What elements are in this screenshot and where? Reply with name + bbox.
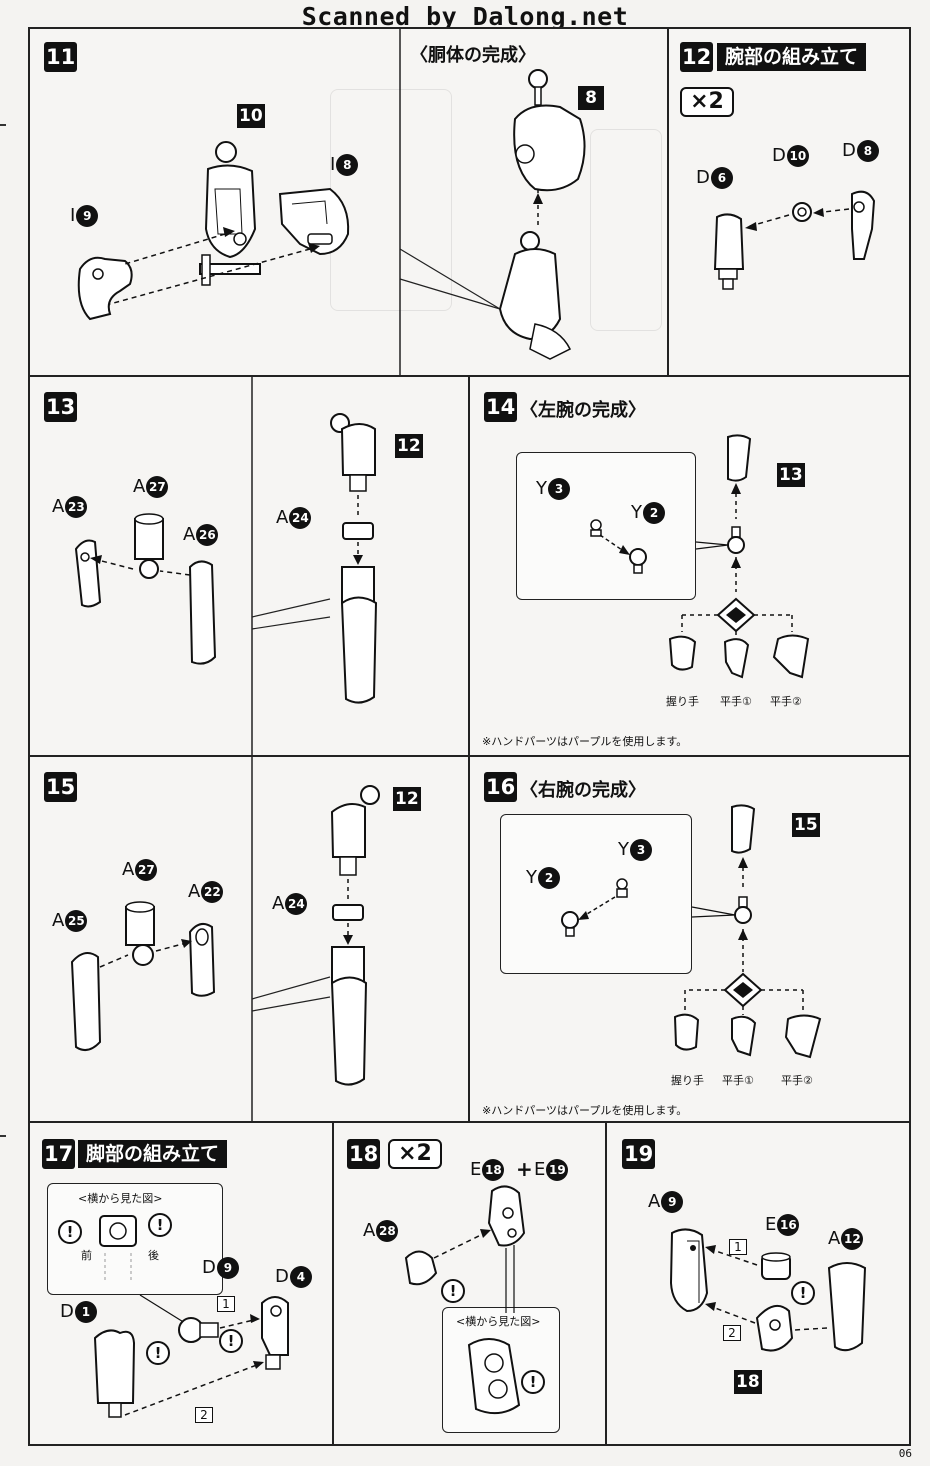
part-label-18: 18: [734, 1370, 762, 1394]
inset-title: <横から見た図>: [456, 1315, 541, 1328]
order-box-2: 2: [195, 1407, 213, 1423]
multiplier-badge: ×2: [680, 87, 734, 117]
order-box-1: 1: [729, 1239, 747, 1255]
hand-label-flat-2: 平手②: [781, 1074, 813, 1087]
step-14-illustration: [590, 434, 810, 679]
part-label-12: 12: [395, 434, 423, 458]
step-13-illustration: [74, 377, 378, 755]
step-11-illustration: [77, 29, 586, 375]
step-title: 脚部の組み立て: [78, 1140, 228, 1168]
front-label: 前: [81, 1249, 92, 1262]
step-number: 16: [484, 772, 518, 802]
warning-icon: !: [58, 1220, 82, 1244]
order-box-2: 2: [723, 1325, 741, 1341]
step-title: 〈左腕の完成〉: [520, 400, 646, 421]
scan-mark: [0, 124, 6, 126]
part-label-13: 13: [777, 463, 805, 487]
scan-watermark-header: Scanned by Dalong.net: [301, 2, 629, 33]
step-16-illustration: [561, 804, 822, 1059]
scan-mark: [0, 1135, 6, 1137]
inset-title: <横から見た図>: [78, 1192, 163, 1205]
step-12-illustration: [713, 190, 876, 290]
hand-label-flat-1: 平手①: [722, 1074, 754, 1087]
hand-label-grip: 握り手: [671, 1074, 704, 1087]
part-label-12: 12: [393, 787, 421, 811]
warning-icon: !: [441, 1279, 465, 1303]
plus-sign: +: [516, 1157, 533, 1181]
step-title: 〈胴体の完成〉: [410, 45, 536, 66]
hand-label-flat-1: 平手①: [720, 695, 752, 708]
hand-label-flat-2: 平手②: [770, 695, 802, 708]
hand-parts-note: ※ハンドパーツはパープルを使用します。: [482, 735, 688, 748]
warning-icon: !: [521, 1370, 545, 1394]
warning-icon: !: [791, 1281, 815, 1305]
warning-icon: !: [148, 1213, 172, 1237]
multiplier-badge: ×2: [388, 1139, 442, 1169]
step-number: 17: [42, 1139, 76, 1169]
part-label-15: 15: [792, 813, 820, 837]
page-number: 06: [898, 1447, 912, 1460]
step-number: 14: [484, 392, 518, 422]
step-17-illustration: [93, 1215, 289, 1418]
hand-joint-inset: [516, 452, 696, 600]
step-15-illustration: [70, 757, 380, 1121]
step-title: 腕部の組み立て: [717, 43, 867, 71]
step-number: 11: [44, 42, 78, 72]
step-number: 13: [44, 392, 78, 422]
hand-parts-note: ※ハンドパーツはパープルを使用します。: [482, 1104, 688, 1117]
step-18-illustration: [404, 1185, 526, 1415]
back-label: 後: [148, 1249, 159, 1262]
warning-icon: !: [146, 1341, 170, 1365]
step-number: 15: [44, 772, 78, 802]
order-box-1: 1: [217, 1296, 235, 1312]
hand-label-grip: 握り手: [666, 695, 699, 708]
hand-joint-inset: [500, 814, 692, 974]
warning-icon: !: [219, 1329, 243, 1353]
step-number: 19: [622, 1139, 656, 1169]
step-title: 〈右腕の完成〉: [520, 780, 646, 801]
part-label-8: 8: [578, 86, 604, 110]
step-number: 18: [347, 1139, 381, 1169]
step-19-illustration: [669, 1228, 867, 1352]
part-label-10: 10: [237, 104, 265, 128]
step-number: 12: [680, 42, 714, 72]
